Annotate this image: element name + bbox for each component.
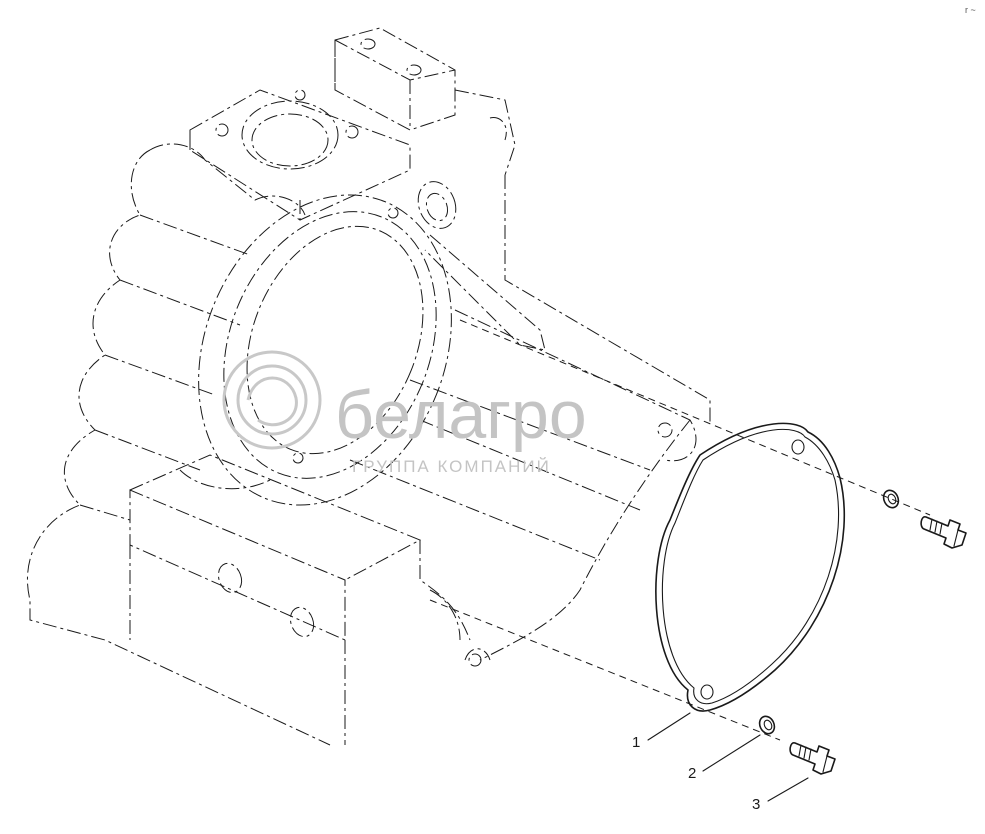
callout-3: 3 xyxy=(752,796,760,813)
cover-gasket-part xyxy=(655,422,846,712)
callout-2: 2 xyxy=(688,765,696,782)
bolt-upper xyxy=(920,516,967,549)
corner-mark: r ~ xyxy=(965,5,976,15)
leader-lines xyxy=(647,712,809,802)
watermark-tagline: ГРУППА КОМПАНИЙ xyxy=(352,457,551,476)
washer-lower xyxy=(758,715,776,735)
watermark-brand: белагро xyxy=(335,377,587,453)
transmission-housing xyxy=(26,27,711,746)
washer-upper xyxy=(882,489,900,509)
watermark-logo xyxy=(222,350,322,450)
callout-1: 1 xyxy=(632,734,640,751)
bolt-lower xyxy=(789,742,836,775)
assembly-center-lines xyxy=(429,319,931,741)
